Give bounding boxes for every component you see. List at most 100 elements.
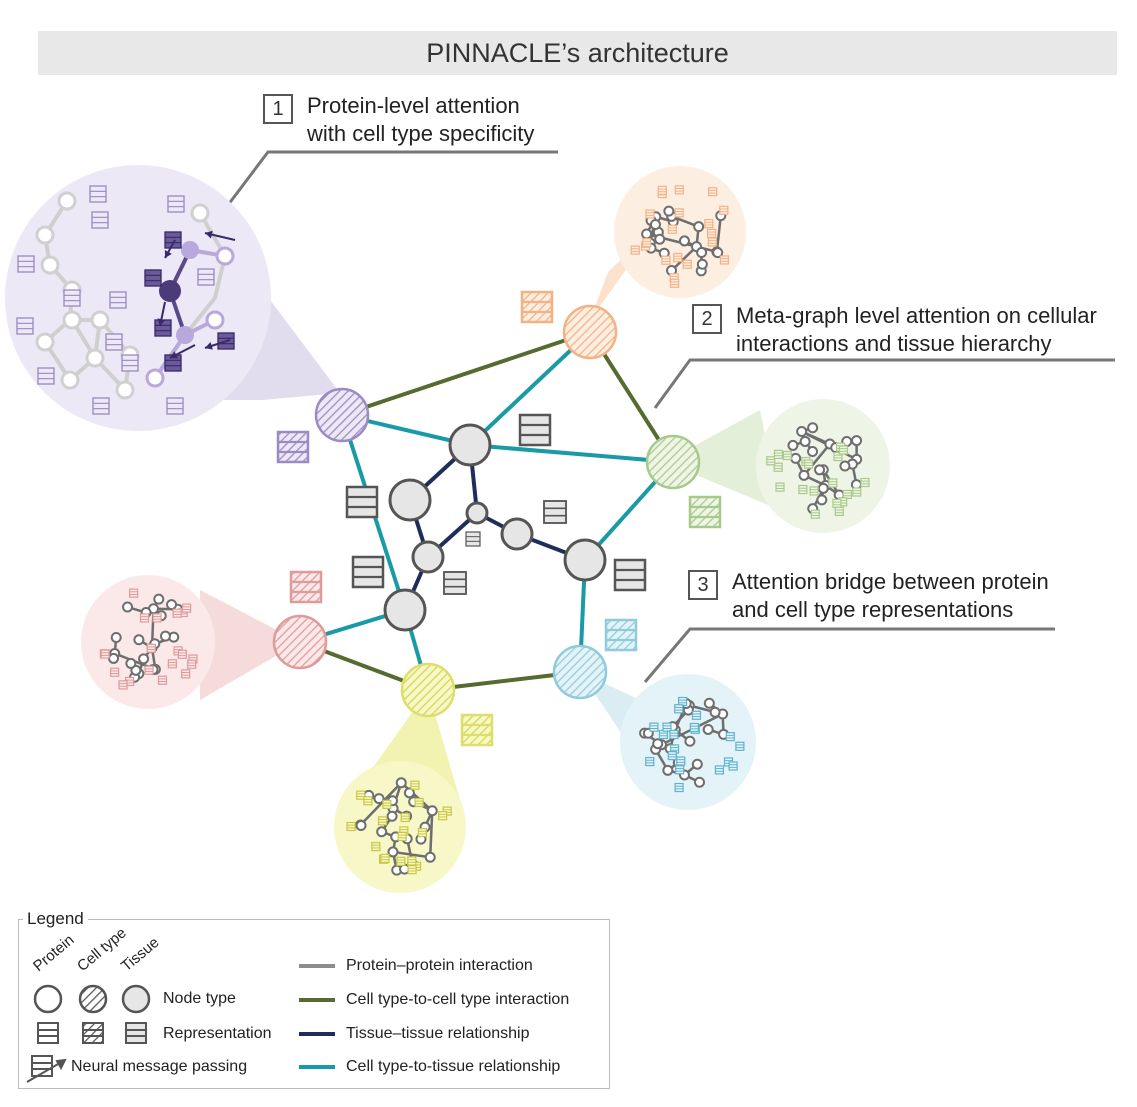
protein-representation-icon — [109, 291, 127, 309]
callout-2: 2 Meta-graph level attention on cellular… — [692, 302, 1097, 358]
protein-representation-icon — [417, 828, 428, 838]
callout-1: 1 Protein-level attention with cell type… — [263, 92, 534, 148]
tissue-representation-icon — [443, 571, 467, 595]
protein-representation-icon — [363, 796, 373, 806]
callout-leaders — [226, 150, 1115, 683]
legend-row-representation: Representation — [163, 1025, 272, 1042]
protein-representation-icon — [438, 811, 448, 821]
protein-representation-icon — [782, 450, 792, 461]
protein-representation-icon — [187, 659, 197, 669]
protein-representation-icon — [397, 831, 407, 842]
callout-3: 3 Attention bridge between protein and c… — [688, 568, 1049, 624]
message-passing-arrow-icon — [164, 239, 176, 259]
legend-edge-ppi: Protein–protein interaction — [346, 957, 533, 974]
protein-representation-icon — [37, 367, 55, 385]
legend-title: Legend — [23, 909, 88, 929]
legend-cell-type-rep-icon — [82, 1022, 104, 1044]
legend-row-message-passing: Neural message passing — [71, 1058, 248, 1075]
zoom-orange-cell-graph — [614, 166, 746, 298]
protein-representation-icon — [152, 613, 162, 623]
mini-protein-graph — [99, 588, 198, 690]
protein-representation-icon — [89, 185, 107, 203]
protein-representation-icon — [92, 397, 110, 415]
message-passing-arrow-icon — [169, 344, 196, 359]
tissue-representation-icon — [345, 485, 379, 519]
protein-representation-icon — [642, 238, 652, 248]
protein-representation-icon — [674, 185, 684, 195]
protein-representation-icon — [834, 506, 844, 516]
legend-protein-rep-icon — [37, 1022, 59, 1044]
protein-representation-icon — [645, 756, 655, 767]
protein-representation-icon — [658, 729, 669, 740]
protein-representation-icon — [714, 765, 725, 775]
mini-protein-graph — [639, 696, 745, 793]
protein-representation-icon — [674, 704, 684, 714]
protein-representation-icon — [775, 482, 785, 492]
tissue-nodes — [383, 423, 607, 632]
meta-graph-representations — [276, 290, 722, 747]
protein-representation-icon — [674, 208, 684, 218]
protein-representation-icon — [166, 397, 184, 415]
protein-representation-icon — [832, 498, 842, 509]
protein-representation-icon — [91, 211, 109, 229]
message-passing-arrow-icon — [204, 339, 231, 350]
protein-representation-icon — [673, 252, 683, 263]
protein-representation-icon — [662, 722, 672, 732]
protein-representation-icon — [645, 209, 655, 219]
callout-3-line-1: Attention bridge between protein — [732, 569, 1049, 594]
protein-representation-icon — [407, 865, 417, 875]
protein-representation-icon — [766, 456, 776, 466]
callout-1-line-1: Protein-level attention — [307, 93, 520, 118]
protein-representation-icon — [725, 732, 735, 742]
cell-type-representation-icon — [276, 430, 310, 464]
legend-row-node-type: Node type — [163, 990, 236, 1007]
protein-representation-icon — [100, 649, 110, 659]
protein-representation-icon — [164, 231, 182, 249]
mini-protein-graph — [630, 185, 729, 288]
tissue-representation-icon — [613, 558, 647, 592]
legend-cell-tissue-line — [299, 1065, 335, 1069]
protein-representation-icon — [380, 853, 390, 863]
tissue-representation-icon — [465, 531, 481, 547]
protein-representation-icon — [63, 289, 81, 307]
legend-ppi-line — [299, 964, 335, 968]
legend-protein-node-icon — [33, 984, 63, 1014]
purple-representations — [16, 185, 236, 415]
callout-3-line-2: and cell type representations — [732, 597, 1014, 622]
legend-edge-tissue-tissue: Tissue–tissue relationship — [346, 1025, 530, 1042]
legend-tissue-tissue-line — [299, 1032, 335, 1036]
protein-representation-icon — [144, 665, 154, 675]
legend-cell-type-node-icon — [78, 984, 108, 1014]
protein-representation-icon — [144, 269, 162, 287]
protein-representation-icon — [118, 680, 128, 690]
protein-representation-icon — [773, 462, 783, 472]
protein-representation-icon — [707, 237, 717, 247]
protein-representation-icon — [689, 722, 699, 733]
legend-tissue-node-icon — [121, 984, 151, 1014]
callout-2-number: 2 — [692, 304, 722, 334]
protein-representation-icon — [414, 797, 424, 808]
protein-representation-icon — [719, 205, 729, 215]
protein-representation-icon — [719, 255, 729, 265]
protein-representation-icon — [735, 741, 745, 751]
protein-representation-icon — [704, 219, 714, 229]
protein-representation-icon — [167, 659, 177, 669]
protein-representation-icon — [407, 856, 417, 866]
protein-representation-icon — [669, 729, 679, 740]
protein-representation-icon — [410, 780, 420, 790]
protein-representation-icon — [17, 255, 35, 273]
protein-representation-icon — [146, 643, 156, 653]
protein-representation-icon — [371, 842, 381, 852]
protein-representation-icon — [676, 756, 686, 766]
legend-cell-cell-line — [299, 998, 335, 1002]
protein-representation-icon — [346, 821, 356, 832]
cell-type-representation-icon — [520, 290, 554, 324]
message-passing-arrow-icon — [157, 301, 166, 327]
cell-type-nodes — [272, 304, 701, 718]
protein-representation-icon — [649, 722, 659, 732]
protein-representation-icon — [828, 478, 838, 488]
protein-representation-icon — [706, 228, 717, 238]
protein-representation-icon — [110, 667, 120, 677]
protein-representation-icon — [16, 317, 34, 335]
protein-representation-icon — [667, 224, 677, 234]
